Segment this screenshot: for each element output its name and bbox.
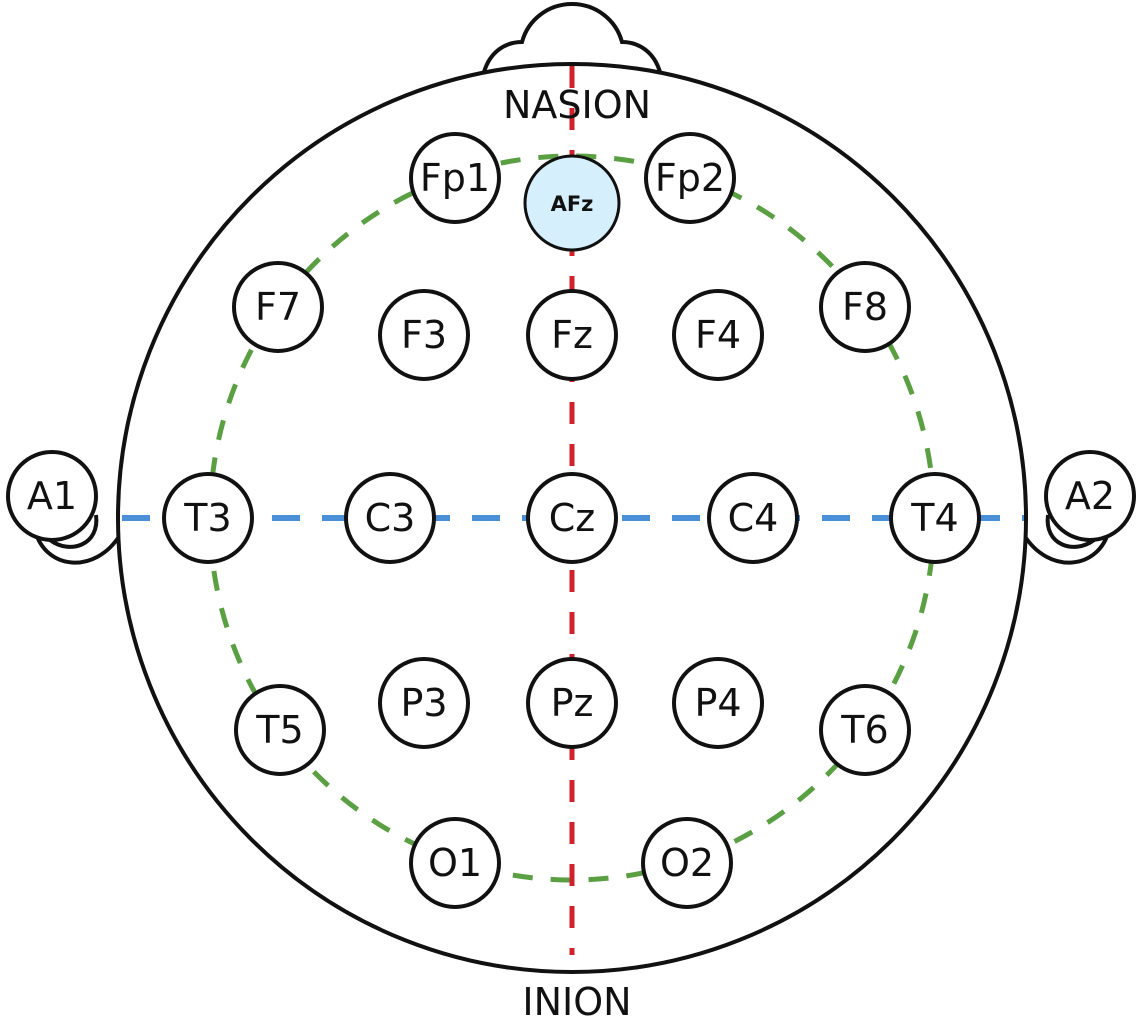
electrode-label: T4	[910, 496, 958, 540]
electrode-label: O1	[428, 841, 482, 885]
electrode-AFz-highlighted[interactable]: AFz	[523, 154, 621, 252]
electrode-C4[interactable]: C4	[707, 472, 799, 564]
electrode-circle	[641, 817, 733, 909]
electrode-label: A1	[27, 474, 77, 518]
electrode-label: T3	[183, 496, 231, 540]
electrode-label: T5	[255, 708, 303, 752]
electrode-label: Cz	[549, 496, 595, 540]
electrode-circle	[409, 132, 501, 224]
electrode-T3[interactable]: T3	[162, 472, 254, 564]
electrode-circle	[526, 472, 618, 564]
electrode-label: Fz	[551, 313, 593, 357]
electrode-circle	[707, 472, 799, 564]
electrode-F4[interactable]: F4	[672, 289, 764, 381]
electrode-O2[interactable]: O2	[641, 817, 733, 909]
electrode-label: F3	[401, 313, 447, 357]
electrode-P4[interactable]: P4	[672, 657, 764, 749]
electrode-label: F7	[255, 285, 301, 329]
electrode-label: F8	[842, 285, 888, 329]
nose-outline	[482, 1, 662, 73]
electrode-label: C4	[728, 496, 779, 540]
electrode-O1[interactable]: O1	[409, 817, 501, 909]
electrode-label: C3	[365, 496, 416, 540]
electrode-circle	[378, 289, 470, 381]
electrode-A1[interactable]: A1	[6, 450, 98, 542]
electrode-circle	[378, 657, 470, 749]
nasion-label: NASION	[503, 83, 651, 127]
electrode-label: Pz	[551, 681, 594, 725]
electrode-circle	[162, 472, 254, 564]
electrode-Cz[interactable]: Cz	[526, 472, 618, 564]
electrode-circle	[644, 132, 736, 224]
electrode-circle	[344, 472, 436, 564]
electrode-circle	[672, 657, 764, 749]
electrode-label: A2	[1065, 474, 1115, 518]
electrode-Fp1[interactable]: Fp1	[409, 132, 501, 224]
electrode-label: F4	[695, 313, 741, 357]
electrode-A2[interactable]: A2	[1044, 450, 1136, 542]
electrode-circle	[232, 261, 324, 353]
electrode-label: P4	[694, 681, 741, 725]
electrode-T5[interactable]: T5	[234, 684, 326, 776]
electrode-circle	[672, 289, 764, 381]
electrode-label: T6	[840, 708, 888, 752]
electrode-F7[interactable]: F7	[232, 261, 324, 353]
electrode-circle	[1044, 450, 1136, 542]
electrode-P3[interactable]: P3	[378, 657, 470, 749]
electrode-circle	[409, 817, 501, 909]
electrode-Fp2[interactable]: Fp2	[644, 132, 736, 224]
electrode-Fz[interactable]: Fz	[526, 289, 618, 381]
electrode-circle	[526, 289, 618, 381]
electrode-F3[interactable]: F3	[378, 289, 470, 381]
electrode-label: AFz	[551, 192, 594, 216]
electrode-C3[interactable]: C3	[344, 472, 436, 564]
electrode-F8[interactable]: F8	[819, 261, 911, 353]
electrode-T6[interactable]: T6	[819, 684, 911, 776]
inion-label: INION	[522, 980, 631, 1023]
electrode-Pz[interactable]: Pz	[526, 657, 618, 749]
electrode-circle	[234, 684, 326, 776]
electrode-label: O2	[660, 841, 714, 885]
electrode-T4[interactable]: T4	[889, 472, 981, 564]
electrode-circle	[819, 684, 911, 776]
electrode-circle	[819, 261, 911, 353]
electrode-label: Fp1	[420, 156, 490, 200]
electrode-circle	[6, 450, 98, 542]
electrode-label: Fp2	[655, 156, 725, 200]
electrode-circle	[526, 657, 618, 749]
electrode-label: P3	[400, 681, 447, 725]
electrode-circle	[889, 472, 981, 564]
